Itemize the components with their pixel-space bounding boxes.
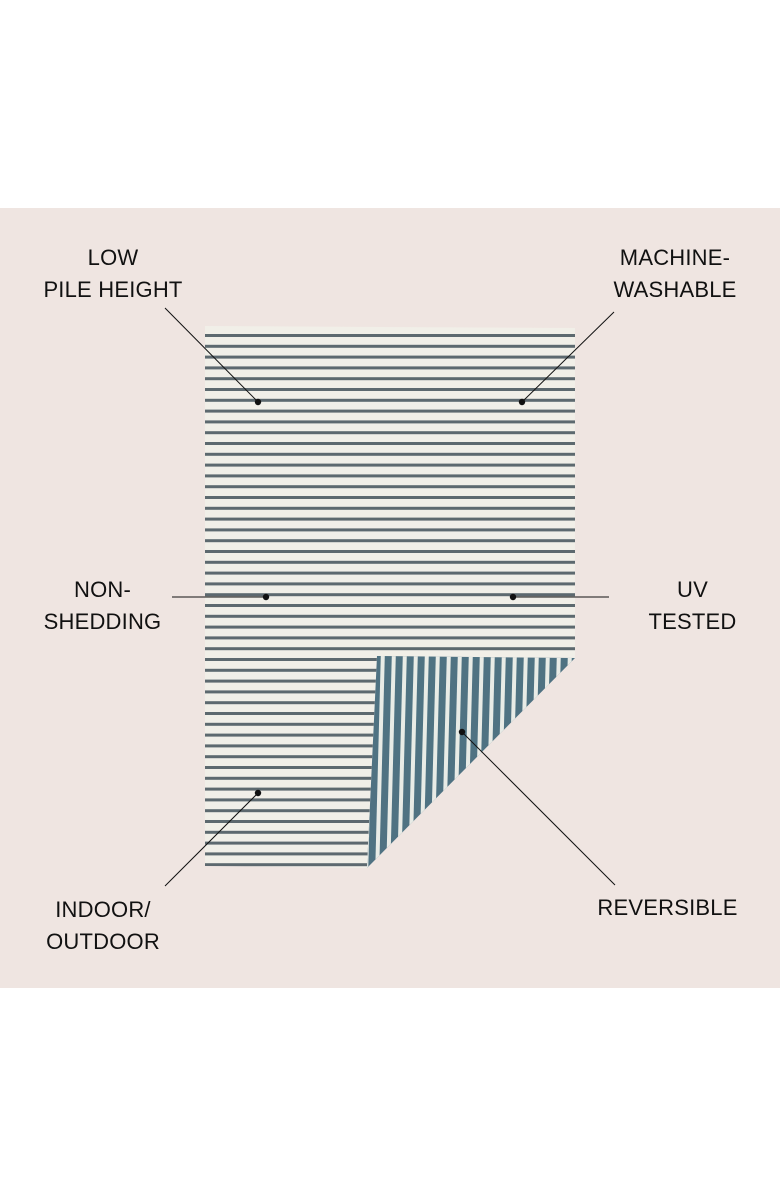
rug-stripe <box>205 528 575 532</box>
rug-stripe <box>205 496 575 499</box>
rug-stripe <box>205 377 575 381</box>
rug-stripe <box>205 647 575 651</box>
rug-stripe <box>205 593 575 597</box>
feature-machine-washable-line1: MACHINE- <box>619 245 731 270</box>
rug-stripe <box>205 560 575 564</box>
feature-indoor-outdoor: INDOOR/ OUTDOOR <box>28 894 178 958</box>
feature-low-pile-height: LOW PILE HEIGHT <box>38 242 188 306</box>
feature-indoor-outdoor-line2: OUTDOOR <box>46 929 160 954</box>
rug-stripe <box>205 863 575 867</box>
rug-stripe <box>205 420 575 424</box>
feature-low-pile-line2: PILE HEIGHT <box>43 277 183 302</box>
rug-stripe <box>205 366 575 370</box>
feature-machine-washable: MACHINE- WASHABLE <box>600 242 750 306</box>
feature-indoor-outdoor-line1: INDOOR/ <box>55 897 151 922</box>
feature-machine-washable-line2: WASHABLE <box>613 277 737 302</box>
rug-stripe <box>205 852 575 856</box>
callout-dot-reversible <box>458 728 466 736</box>
rug-stripe <box>205 625 575 629</box>
feature-non-shedding-line1: NON- <box>73 577 131 602</box>
callout-lines <box>164 307 616 887</box>
feature-non-shedding: NON- SHEDDING <box>30 574 175 638</box>
feature-uv-tested-line1: UV <box>677 577 708 602</box>
feature-reversible: REVERSIBLE <box>580 892 755 924</box>
feature-uv-tested: UV TESTED <box>630 574 755 638</box>
rug-stripe <box>205 550 575 553</box>
rug-stripe <box>205 571 575 575</box>
rug-stripe <box>205 604 575 607</box>
callout-dot-low-pile <box>254 398 262 406</box>
callout-line-reversible <box>461 731 616 886</box>
rug-stripe <box>205 355 575 359</box>
callout-line-low-pile <box>164 307 259 403</box>
callout-dot-non-shedding <box>262 593 270 601</box>
rug-stripe <box>205 517 575 521</box>
callout-dot-machine-washable <box>518 398 526 406</box>
rug-stripe <box>205 614 575 618</box>
rug-reverse-stripe <box>551 656 561 868</box>
callout-dot-uv-tested <box>509 593 517 601</box>
rug-stripe <box>205 452 575 456</box>
rug-stripe <box>205 344 575 348</box>
feature-uv-tested-line2: TESTED <box>648 609 737 634</box>
callout-line-indoor-outdoor <box>164 792 259 887</box>
rug-stripe <box>205 409 575 413</box>
rug-illustration <box>164 307 616 887</box>
rug-stripe <box>205 636 575 640</box>
callout-line-machine-washable <box>521 311 615 403</box>
rug-reverse-stripe <box>386 656 396 868</box>
feature-panel: LOW PILE HEIGHT MACHINE- WASHABLE NON- S… <box>0 208 780 988</box>
feature-non-shedding-line2: SHEDDING <box>43 609 162 634</box>
rug-stripe <box>205 334 575 337</box>
rug-stripe <box>205 463 575 467</box>
rug-stripe <box>205 485 575 489</box>
feature-reversible-line1: REVERSIBLE <box>597 895 738 920</box>
rug-reverse-side <box>367 656 575 868</box>
rug-stripe <box>205 431 575 435</box>
rug-stripe <box>205 539 575 543</box>
rug-stripe <box>205 388 575 391</box>
rug-stripe <box>205 582 575 586</box>
feature-low-pile-line1: LOW <box>87 245 139 270</box>
rug-stripe <box>205 474 575 478</box>
rug-reverse-stripe <box>562 656 572 868</box>
rug-stripe <box>205 442 575 445</box>
rug-reverse-stripe <box>375 656 385 868</box>
callout-dot-indoor-outdoor <box>254 789 262 797</box>
rug-stripe <box>205 506 575 510</box>
rug-stripe <box>205 398 575 402</box>
